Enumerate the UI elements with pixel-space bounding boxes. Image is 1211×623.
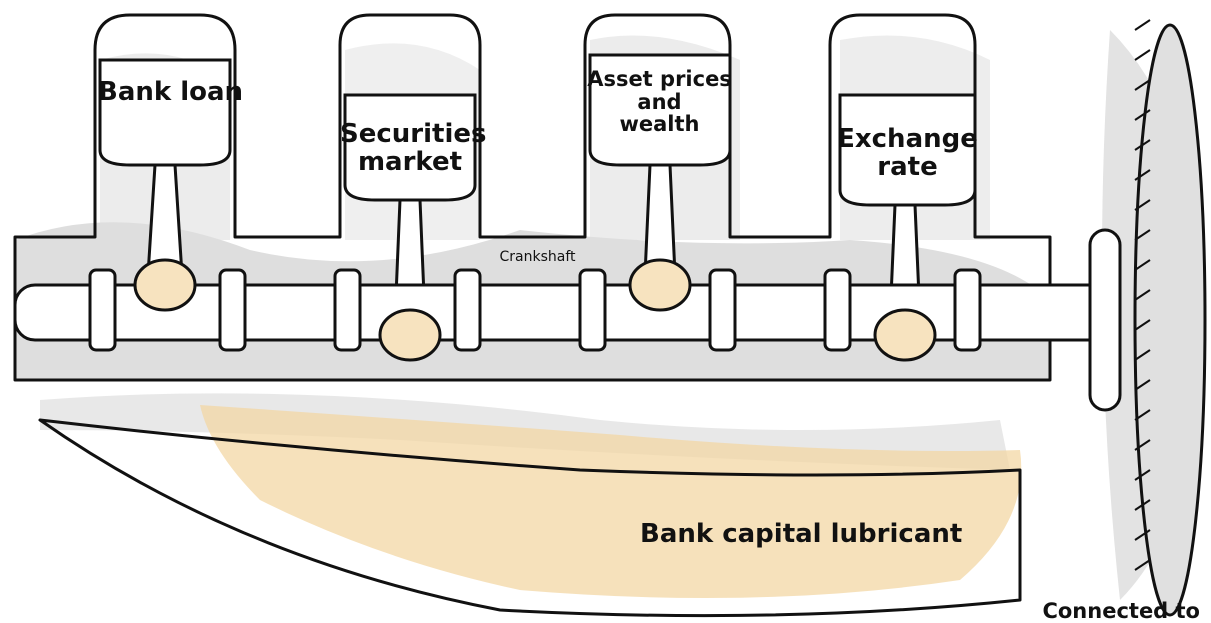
label-oil-pan: Bank capital lubricant: [640, 520, 920, 548]
flywheel: [1135, 20, 1205, 615]
label-asset-prices: Asset prices and wealth: [582, 68, 737, 136]
label-crankshaft: Crankshaft: [485, 250, 590, 265]
label-exchange-rate: Exchange rate: [835, 125, 980, 181]
label-bank-loan: Bank loan: [98, 78, 233, 106]
label-flywheel-caption: Connected to: [1000, 600, 1200, 623]
piston-1: [100, 60, 230, 165]
label-securities-market: Securities market: [340, 120, 480, 176]
